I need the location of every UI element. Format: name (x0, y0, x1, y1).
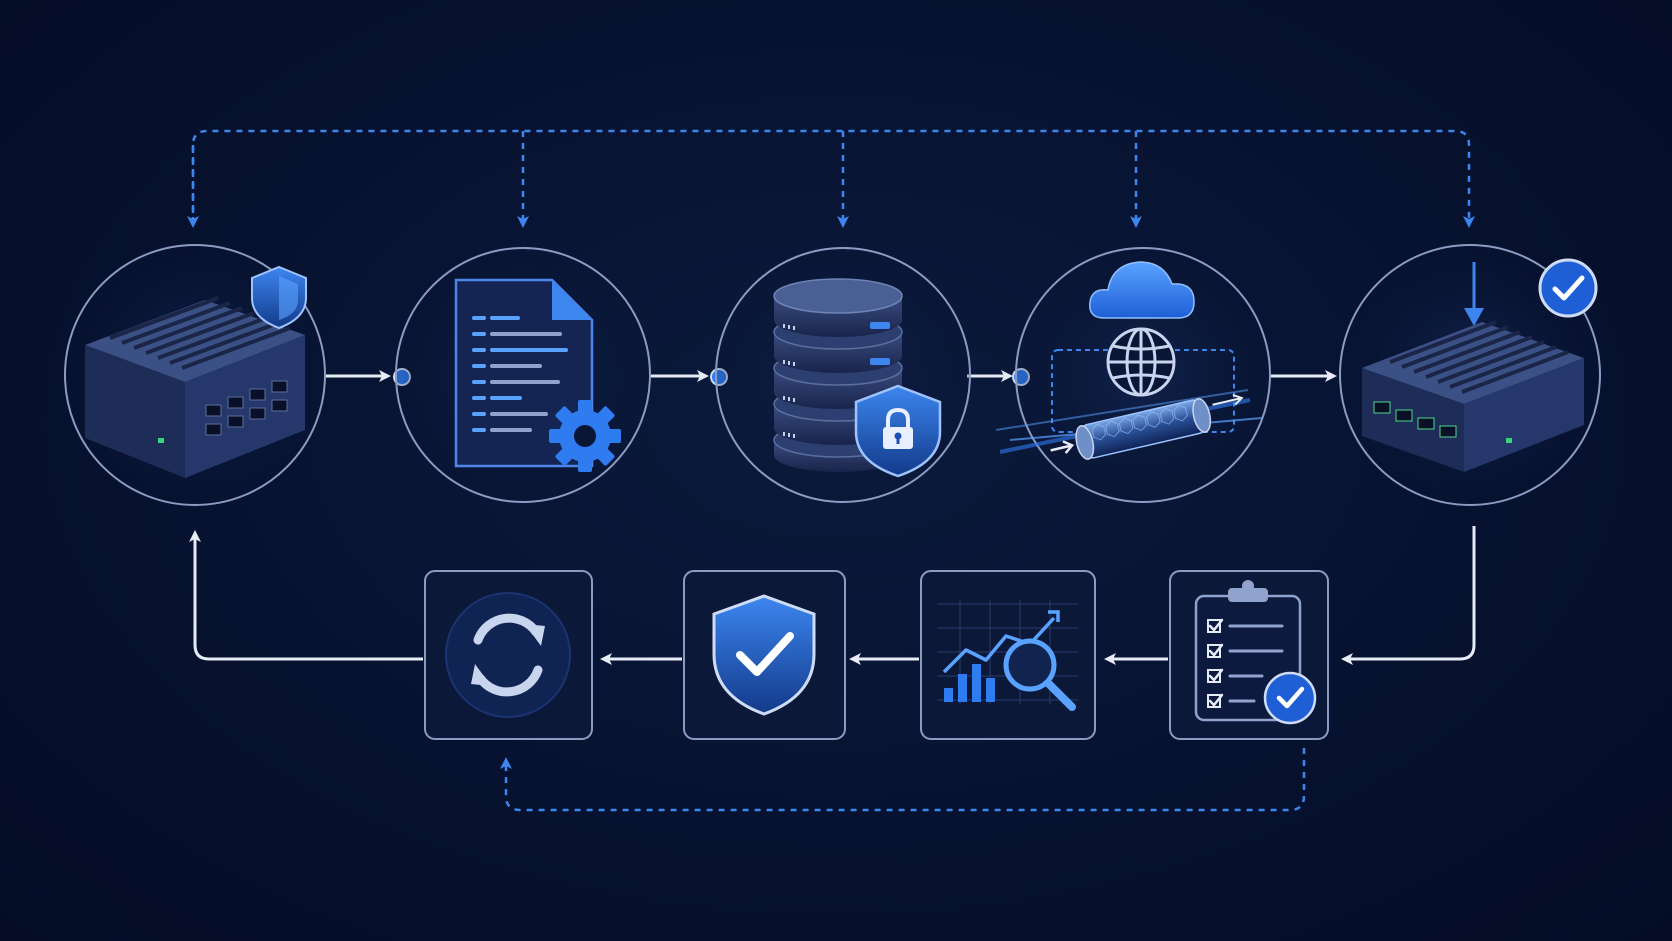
tunnel-icon (995, 389, 1263, 460)
clipboard-check-icon (1194, 580, 1317, 725)
check-badge-icon (1538, 258, 1598, 318)
cloud-icon (1089, 261, 1195, 319)
shield-badge-icon (251, 265, 307, 330)
chart-magnifier-icon (937, 600, 1078, 711)
globe-icon (1106, 327, 1176, 397)
node-config-document[interactable] (395, 247, 651, 503)
step-security-verified[interactable] (683, 570, 846, 740)
network-router-icon (1362, 320, 1584, 472)
top-dashed-links (191, 129, 1475, 228)
shield-check-icon (712, 594, 816, 716)
down-arrow-icon (1464, 262, 1484, 326)
document-icon (454, 278, 594, 468)
return-flow-arrows (189, 526, 1476, 665)
node-edge-device-secured[interactable] (64, 244, 326, 506)
node-edge-device-verified[interactable] (1339, 244, 1601, 506)
step-compliance-checklist[interactable] (1169, 570, 1329, 740)
refresh-cycle-icon (445, 592, 571, 718)
node-cloud-secure-tunnel[interactable] (995, 247, 1271, 503)
step-sync-update[interactable] (424, 570, 593, 740)
step-analytics-review[interactable] (920, 570, 1096, 740)
gear-icon (549, 400, 621, 472)
lock-shield-icon (854, 384, 942, 478)
node-encrypted-database[interactable] (715, 247, 971, 503)
bottom-dashed-link (500, 748, 1306, 812)
network-router-icon (85, 296, 305, 478)
